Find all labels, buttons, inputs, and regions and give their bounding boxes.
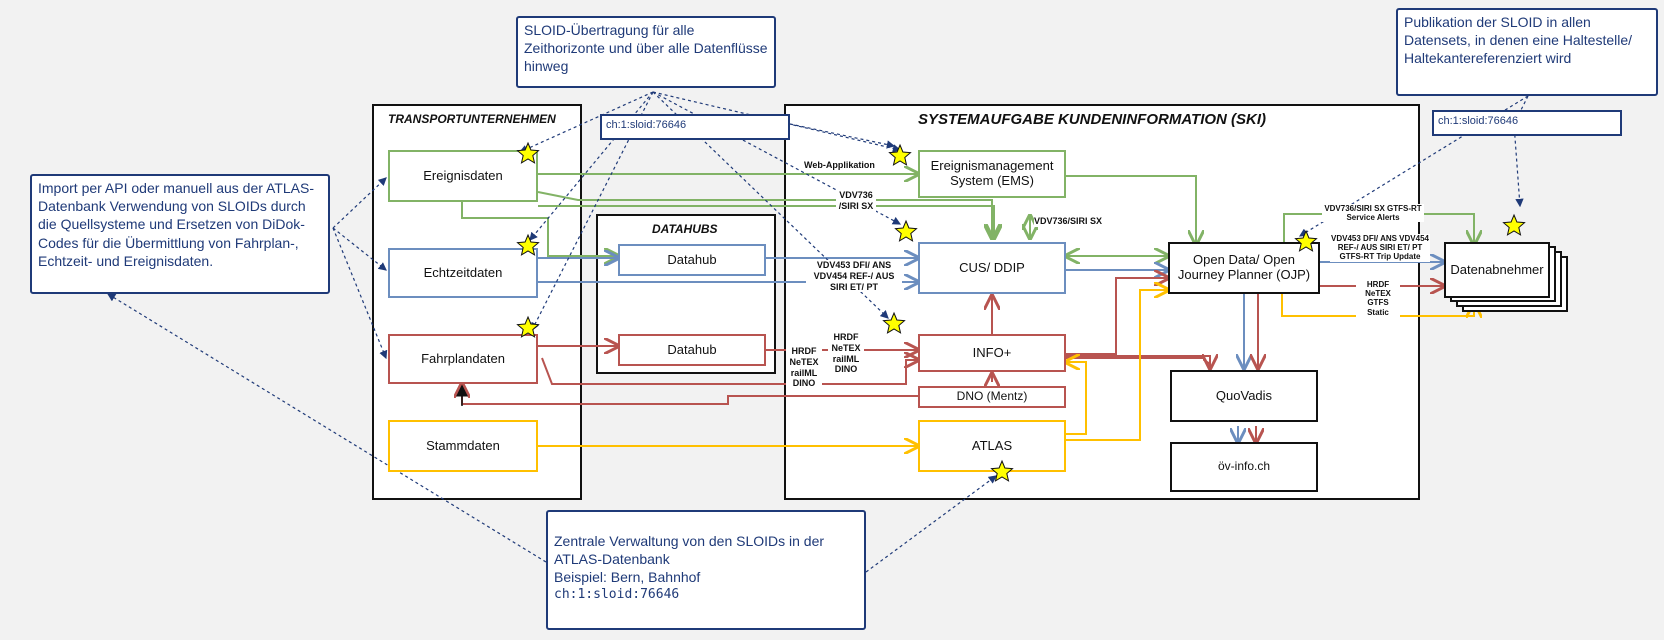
star-icon: [516, 141, 540, 164]
datahubs-title: DATAHUBS: [652, 222, 718, 236]
note-sloid-transfer: SLOID-Übertragung für alle Zeithorizonte…: [516, 16, 776, 88]
label-hrdf-mid: HRDF NeTEX railML DINO: [828, 332, 864, 376]
star-icon: [894, 219, 918, 242]
central-example: Beispiel: Bern, Bahnhof: [554, 569, 701, 586]
ski-title: SYSTEMAUFGABE KUNDENINFORMATION (SKI): [918, 111, 1267, 128]
star-icon: [1294, 229, 1318, 252]
box-datahub-blue: Datahub: [618, 244, 766, 276]
transport-title: TRANSPORTUNTERNEHMEN: [388, 112, 556, 126]
star-icon: [516, 315, 540, 338]
star-icon: [516, 233, 540, 256]
note-central: Zentrale Verwaltung von den SLOIDs in de…: [546, 510, 866, 630]
label-hrdf-left: HRDF NeTEX railML DINO: [786, 346, 822, 390]
label-out-sx: VDV736/SIRI SX GTFS-RT Service Alerts: [1322, 204, 1424, 223]
sloid-tag-right: ch:1:sloid:76646: [1432, 110, 1622, 136]
label-web-applikation: Web-Applikation: [804, 160, 875, 171]
box-fahrplandaten: Fahrplandaten: [388, 334, 538, 384]
box-stammdaten: Stammdaten: [388, 420, 538, 472]
label-vdv736-left: VDV736 /SIRI SX: [836, 190, 876, 212]
central-code: ch:1:sloid:76646: [554, 586, 680, 602]
box-quovadis: QuoVadis: [1170, 370, 1318, 422]
star-icon: [990, 459, 1014, 482]
label-out-hrdf: HRDF NeTEX GTFS Static: [1356, 280, 1400, 317]
box-datenabnehmer: Datenabnehmer: [1444, 242, 1550, 298]
star-icon: [882, 311, 906, 334]
star-icon: [1502, 213, 1526, 236]
box-ovinfo: öv-info.ch: [1170, 442, 1318, 492]
note-import: Import per API oder manuell aus der ATLA…: [30, 174, 330, 294]
star-icon: [888, 143, 912, 166]
note-publication: Publikation der SLOID in allen Datensets…: [1396, 8, 1658, 96]
ski-container: [784, 104, 1420, 500]
label-vdv736-ems: VDV736/SIRI SX: [1034, 216, 1103, 227]
box-info-plus: INFO+: [918, 334, 1066, 372]
box-dno: DNO (Mentz): [918, 386, 1066, 408]
box-atlas: ATLAS: [918, 420, 1066, 472]
sloid-tag-left: ch:1:sloid:76646: [600, 114, 790, 140]
central-text: Zentrale Verwaltung von den SLOIDs in de…: [554, 533, 825, 568]
box-echtzeitdaten: Echtzeitdaten: [388, 248, 538, 298]
box-cus-ddip: CUS/ DDIP: [918, 242, 1066, 294]
box-ereignisdaten: Ereignisdaten: [388, 150, 538, 202]
box-ojp: Open Data/ Open Journey Planner (OJP): [1168, 242, 1320, 294]
box-datahub-red: Datahub: [618, 334, 766, 366]
box-ems: Ereignismanagement System (EMS): [918, 150, 1066, 198]
label-vdv453: VDV453 DFI/ ANS VDV454 REF-/ AUS SIRI ET…: [806, 260, 902, 293]
label-out-vdv: VDV453 DFI/ ANS VDV454 REF-/ AUS SIRI ET…: [1330, 234, 1430, 262]
